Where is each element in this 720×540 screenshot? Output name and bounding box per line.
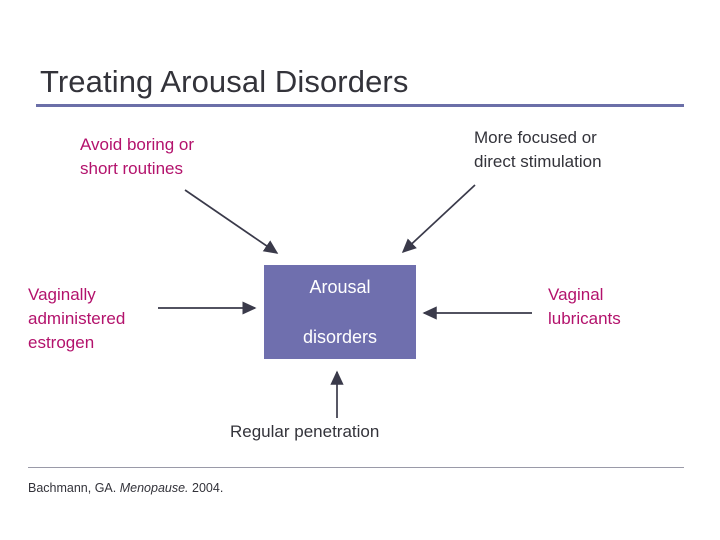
citation-journal: Menopause.	[119, 481, 189, 495]
label-avoid-line-2: short routines	[80, 159, 183, 178]
label-more-focused-stimulation: More focused or direct stimulation	[474, 126, 684, 174]
center-node-line-1: Arousal	[309, 276, 371, 297]
arrow-more-focused-to-center	[401, 184, 476, 254]
label-vaginal-lubricants-line-2: lubricants	[548, 309, 621, 328]
footer-divider	[28, 467, 684, 468]
center-node-text: Arousal disorders	[303, 275, 377, 350]
page-title: Treating Arousal Disorders	[40, 64, 409, 99]
label-vaginally-line-3: estrogen	[28, 333, 95, 352]
label-more-focused-line-1: More focused or	[474, 128, 597, 147]
center-node-line-2: disorders	[302, 326, 378, 347]
citation: Bachmann, GA. Menopause. 2004.	[28, 481, 223, 495]
label-avoid-boring-routines: Avoid boring or short routines	[80, 133, 280, 181]
label-vaginally-line-1: Vaginally	[28, 285, 96, 304]
label-vaginally-line-2: administered	[28, 309, 126, 328]
label-regular-penetration: Regular penetration	[230, 422, 380, 441]
label-vaginal-lubricants: Vaginal lubricants	[548, 283, 708, 331]
citation-author: Bachmann, GA.	[28, 481, 117, 495]
label-vaginal-lubricants-line-1: Vaginal	[548, 285, 604, 304]
label-vaginally-administered-estrogen: Vaginally administered estrogen	[28, 283, 198, 355]
center-node-arousal-disorders: Arousal disorders	[264, 265, 416, 359]
title-divider	[36, 104, 684, 107]
arrow-avoid-to-center	[184, 189, 279, 254]
label-more-focused-line-2: direct stimulation	[474, 152, 602, 171]
label-avoid-line-1: Avoid boring or	[80, 135, 195, 154]
citation-year: 2004.	[192, 481, 224, 495]
